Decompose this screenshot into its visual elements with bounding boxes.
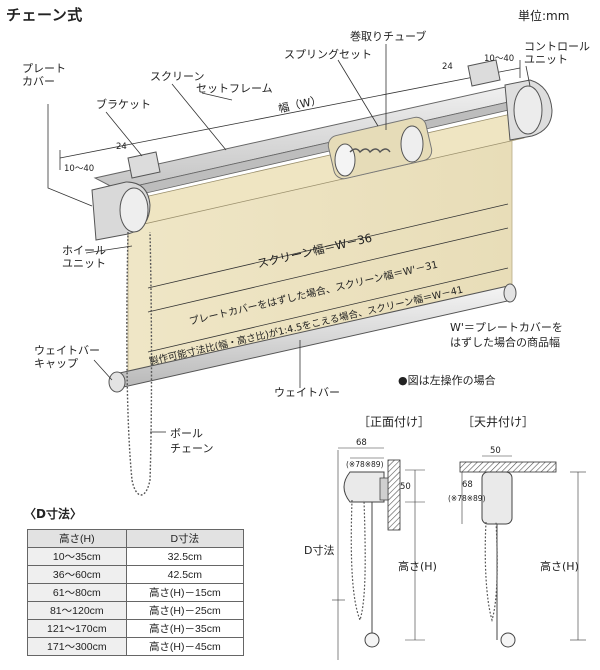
ceiling-dim-50: 50 — [490, 446, 501, 456]
front-mount-title: ［正面付け］ — [358, 415, 431, 429]
front-dim-78-89: (※78※89) — [346, 460, 384, 469]
cell-height: 61～80cm — [27, 583, 127, 602]
cell-d: 32.5cm — [125, 547, 245, 566]
cell-height: 121～170cm — [27, 619, 127, 638]
front-d-label: D寸法 — [304, 544, 335, 557]
winding-tube-cutaway — [327, 116, 433, 180]
dim-24-right: 24 — [442, 62, 453, 72]
weight-bar-cap-label: ウェイトバー キャップ — [34, 344, 100, 370]
cell-height: 10～35cm — [27, 547, 127, 566]
cell-d: 42.5cm — [125, 565, 245, 584]
ball-chain-label: ボール チェーン — [170, 427, 214, 455]
ceiling-dim-68: 68 — [462, 480, 473, 490]
spring-set-label: スプリングセット — [284, 48, 372, 61]
cell-d: 高さ(H)－45cm — [125, 637, 245, 656]
cell-height: 36～60cm — [27, 565, 127, 584]
wheel-unit-label: ホイール ユニット — [62, 244, 106, 270]
wheel-unit — [91, 181, 151, 241]
dim-10-40-right: 10～40 — [484, 54, 515, 64]
dim-10-40-left: 10～40 — [64, 164, 95, 174]
front-dim-68: 68 — [356, 438, 367, 448]
column-header: 高さ(H) — [27, 529, 127, 548]
table-header-row: 高さ(H) D寸法 — [27, 529, 245, 548]
winding-tube-label: 巻取りチューブ — [350, 30, 427, 43]
cell-d: 高さ(H)－35cm — [125, 619, 245, 638]
front-mount-diagram — [332, 447, 425, 660]
control-unit — [504, 79, 553, 141]
ceiling-h-label: 高さ(H) — [540, 560, 579, 573]
ceiling-dim-78-89: (※78※89) — [448, 494, 486, 503]
column-header: D寸法 — [125, 529, 245, 548]
width-dimension-line — [59, 60, 521, 170]
cell-height: 171～300cm — [27, 637, 127, 656]
set-frame-label: セットフレーム — [196, 82, 273, 95]
screen-label: スクリーン — [150, 70, 205, 83]
plate-cover-label: プレート カバー — [22, 62, 66, 88]
weight-bar-label: ウェイトバー — [274, 386, 340, 399]
w-prime-note: W'＝プレートカバーを はずした場合の商品幅 — [450, 321, 563, 349]
bracket-right — [467, 59, 501, 87]
front-h-label: 高さ(H) — [398, 560, 437, 573]
cell-height: 81～120cm — [27, 601, 127, 620]
left-operation-note: ●図は左操作の場合 — [398, 374, 496, 387]
screen-width-arrows — [147, 203, 509, 353]
weight-bar — [108, 283, 517, 393]
cell-d: 高さ(H)－15cm — [125, 583, 245, 602]
page-title: チェーン式 — [6, 6, 83, 24]
ball-chain — [126, 231, 153, 496]
bracket-left — [127, 151, 161, 179]
cell-d: 高さ(H)－25cm — [125, 601, 245, 620]
unit-label: 単位:mm — [518, 9, 570, 23]
control-unit-label: コントロール ユニット — [524, 40, 590, 66]
ceiling-mount-title: ［天井付け］ — [462, 415, 535, 429]
bracket-label: ブラケット — [96, 98, 151, 111]
ceiling-mount-diagram — [459, 455, 586, 648]
front-dim-50: 50 — [400, 482, 411, 492]
d-table-title: 〈D寸法〉 — [24, 507, 82, 521]
leader-lines — [47, 44, 531, 433]
dim-24-left: 24 — [116, 142, 127, 152]
